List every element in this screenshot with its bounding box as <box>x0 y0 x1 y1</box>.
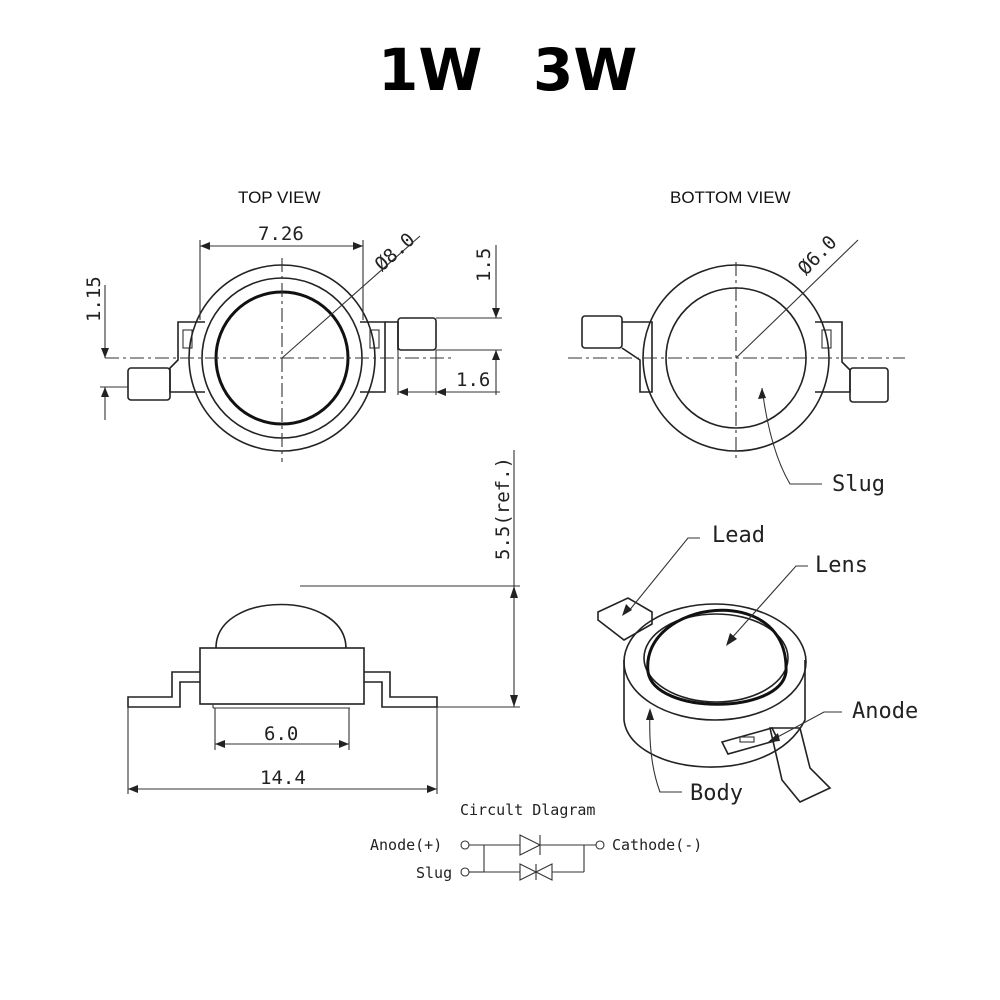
slug-leader <box>761 387 822 485</box>
label-anode: Anode <box>852 699 918 724</box>
bottom-left-tab <box>621 321 653 393</box>
dim-115-arrows <box>101 348 109 397</box>
diode-main <box>519 834 542 856</box>
bottom-view-label: BOTTOM VIEW <box>670 188 791 207</box>
circuit-anode-label: Anode(+) <box>370 836 442 854</box>
isometric-view: Lead Lens Anode Body <box>597 523 918 806</box>
bottom-right-lead <box>849 367 889 403</box>
top-left-lead <box>127 367 171 401</box>
side-view: 5.5(ref.) 6.0 14.4 <box>127 450 520 794</box>
lens-arrow <box>726 633 737 646</box>
anode-terminal <box>460 840 470 850</box>
cathode-terminal <box>595 840 605 850</box>
title-3w: 3W <box>533 36 637 104</box>
dim-16: 1.6 <box>456 369 490 391</box>
lens-leader <box>729 565 808 641</box>
iso-lens-dome <box>646 608 788 706</box>
iso-anode-mark <box>739 736 755 743</box>
top-right-tab <box>360 321 386 393</box>
label-body: Body <box>690 781 743 806</box>
iso-body-top <box>623 603 807 721</box>
label-slug: Slug <box>832 472 885 497</box>
slug-terminal <box>460 867 470 877</box>
bottom-view: BOTTOM VIEW Ø6.0 Slug <box>568 188 905 497</box>
side-body <box>199 647 365 705</box>
bottom-right-tab <box>815 321 851 393</box>
slug-arrow <box>758 388 766 399</box>
label-lead: Lead <box>712 523 765 548</box>
iso-body-side <box>623 660 806 768</box>
lead-leader <box>627 537 700 613</box>
dim-115: 1.15 <box>83 276 105 322</box>
body-arrow <box>646 708 654 720</box>
title-1w: 1W <box>378 36 482 104</box>
dim-55: 5.5(ref.) <box>492 457 514 560</box>
dim-15-arrows <box>492 308 500 360</box>
diode-protect <box>519 863 538 881</box>
circuit-slug-label: Slug <box>416 864 452 882</box>
top-view-label: TOP VIEW <box>238 188 321 207</box>
dim-16-arrows <box>398 388 446 396</box>
diode-protect-bar <box>534 863 553 881</box>
body-leader <box>649 711 682 793</box>
side-dome <box>215 603 347 649</box>
top-view: TOP VIEW 7.26 Ø8.0 1.5 <box>83 188 502 462</box>
dim-15: 1.5 <box>473 248 495 282</box>
label-lens: Lens <box>815 553 868 578</box>
iso-lens-base <box>643 613 789 703</box>
top-right-lead <box>397 317 437 351</box>
side-right-lead <box>364 671 438 708</box>
bottom-right-notch <box>821 329 832 349</box>
dim-726: 7.26 <box>258 223 304 245</box>
anode-arrow <box>768 733 780 742</box>
circuit-diagram: Circult Dlagram Anode(+) Cathode(-) Slug <box>370 801 702 882</box>
circuit-title: Circult Dlagram <box>460 801 595 819</box>
dim-dia60: Ø6.0 <box>794 231 842 279</box>
bottom-left-lead <box>581 315 623 349</box>
dim-dia80-leader <box>281 235 421 359</box>
side-left-lead <box>127 671 200 708</box>
dim-60: 6.0 <box>264 723 298 745</box>
dim-dia80: Ø8.0 <box>371 229 420 276</box>
circuit-cathode-label: Cathode(-) <box>612 836 702 854</box>
anode-leader <box>771 711 842 741</box>
lead-arrow <box>622 604 632 616</box>
top-right-tab2 <box>385 321 399 350</box>
top-left-notch <box>182 329 193 349</box>
dim-dia60-leader <box>735 239 859 359</box>
iso-lead-top <box>597 597 653 641</box>
top-left-tab <box>169 321 205 393</box>
dim-144: 14.4 <box>260 767 306 789</box>
